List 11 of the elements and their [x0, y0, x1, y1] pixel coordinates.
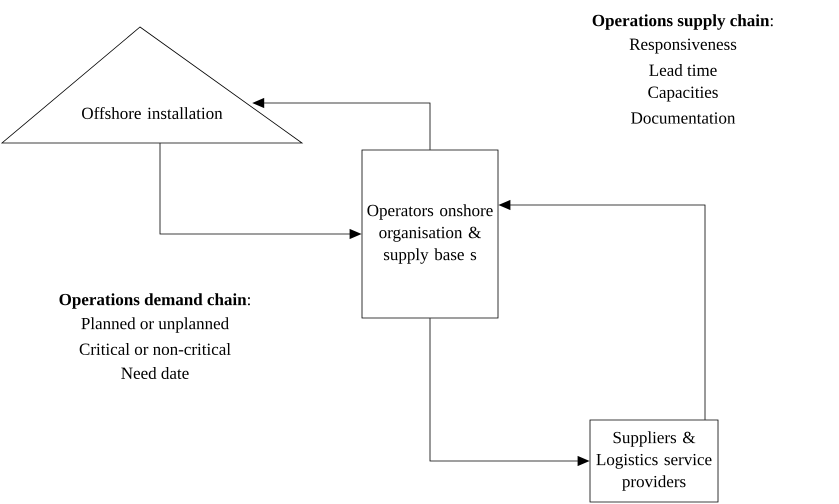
list-item-text: Capacities [648, 86, 718, 102]
list-item-text: Lead time [649, 64, 717, 76]
list-item-text: Responsiveness [630, 38, 736, 54]
list-item-text: Critical or non-critical [80, 343, 231, 355]
heading-text: Operations demand chain: [59, 293, 250, 309]
list-item-text: Documentation [631, 112, 736, 124]
process-box: Operators onshore organisation & supply base s [362, 150, 498, 318]
list-item-text: Need date [121, 367, 189, 379]
process-box: Suppliers & Logistics service providers [590, 420, 718, 502]
heading-text: Operations supply chain: [592, 14, 773, 30]
list-item-text: Planned or unplanned [81, 317, 229, 333]
